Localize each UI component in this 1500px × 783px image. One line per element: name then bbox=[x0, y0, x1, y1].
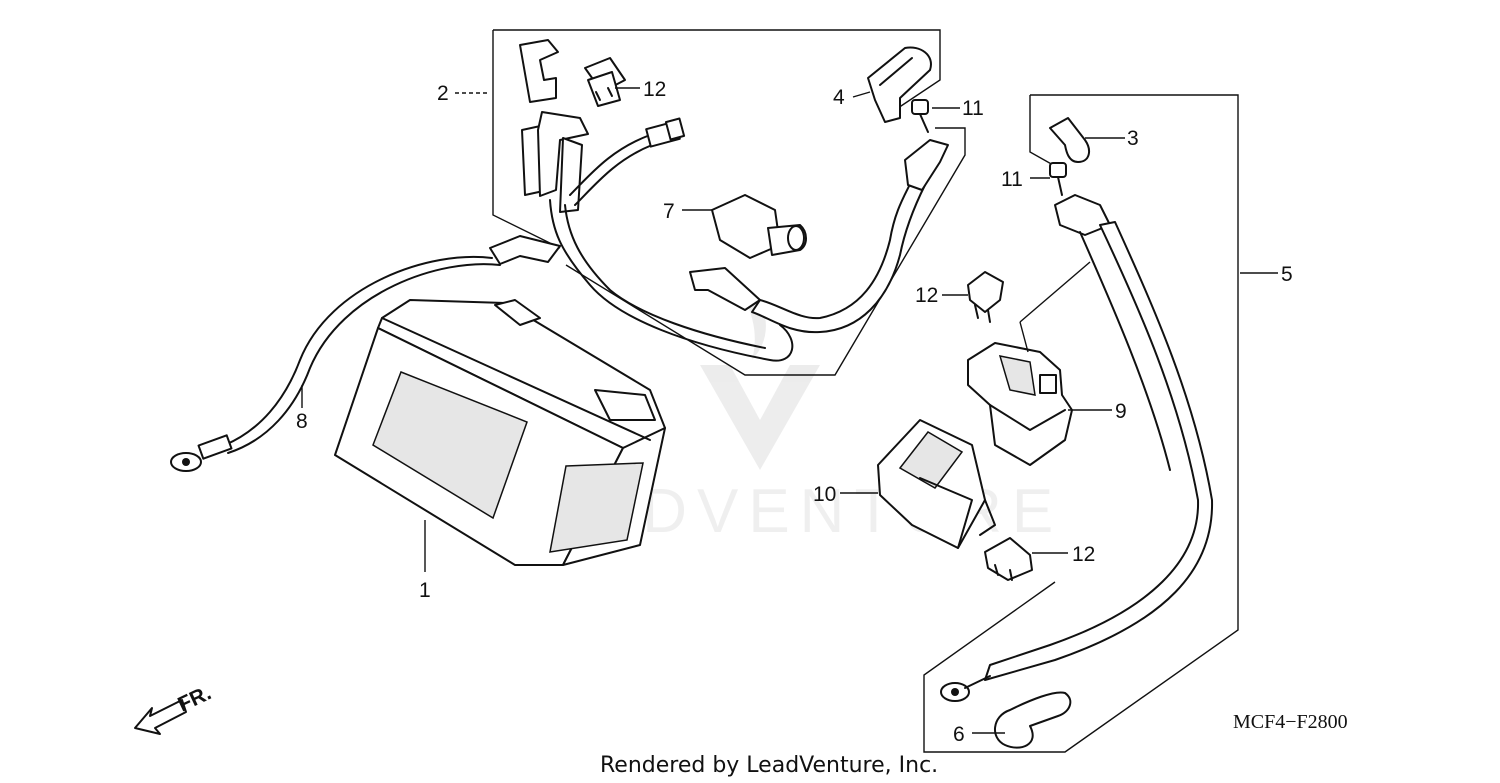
callout-11-right: 11 bbox=[1001, 168, 1023, 191]
callout-11-top: 11 bbox=[962, 97, 984, 120]
callout-3: 3 bbox=[1127, 127, 1139, 150]
starter-boot bbox=[711, 194, 807, 259]
render-credit: Rendered by LeadVenture, Inc. bbox=[600, 753, 938, 778]
callout-6: 6 bbox=[953, 723, 965, 746]
terminal-cover bbox=[867, 46, 932, 123]
starter-relay bbox=[967, 261, 1091, 466]
callout-4: 4 bbox=[833, 86, 845, 109]
callout-2: 2 bbox=[437, 82, 449, 105]
battery bbox=[334, 299, 666, 566]
diagram-code: MCF4−F2800 bbox=[1233, 711, 1348, 733]
positive-cable bbox=[940, 194, 1214, 702]
terminal-cap bbox=[1049, 117, 1091, 163]
group-bracket-5 bbox=[923, 94, 1239, 753]
cable-boot bbox=[994, 691, 1072, 749]
relay-cover bbox=[877, 419, 996, 549]
callout-12-middle: 12 bbox=[915, 284, 938, 307]
front-direction-arrow: FR. bbox=[134, 681, 215, 735]
wire-harness bbox=[519, 39, 949, 362]
group-bracket-2 bbox=[493, 29, 941, 111]
callout-5: 5 bbox=[1281, 263, 1293, 286]
callout-10: 10 bbox=[813, 483, 836, 506]
callout-8: 8 bbox=[296, 410, 308, 433]
callout-1: 1 bbox=[419, 579, 431, 602]
callout-9: 9 bbox=[1115, 400, 1127, 423]
negative-cable bbox=[170, 235, 561, 472]
callout-12-bottom: 12 bbox=[1072, 543, 1095, 566]
leader-lines bbox=[301, 87, 1278, 734]
bolt-right bbox=[1049, 162, 1067, 196]
bolt-top bbox=[911, 99, 929, 133]
fuse-top bbox=[584, 57, 626, 107]
fuse-bottom bbox=[984, 537, 1033, 581]
callout-12-top: 12 bbox=[643, 78, 666, 101]
fuse-middle bbox=[967, 271, 1004, 323]
callout-7: 7 bbox=[663, 200, 675, 223]
